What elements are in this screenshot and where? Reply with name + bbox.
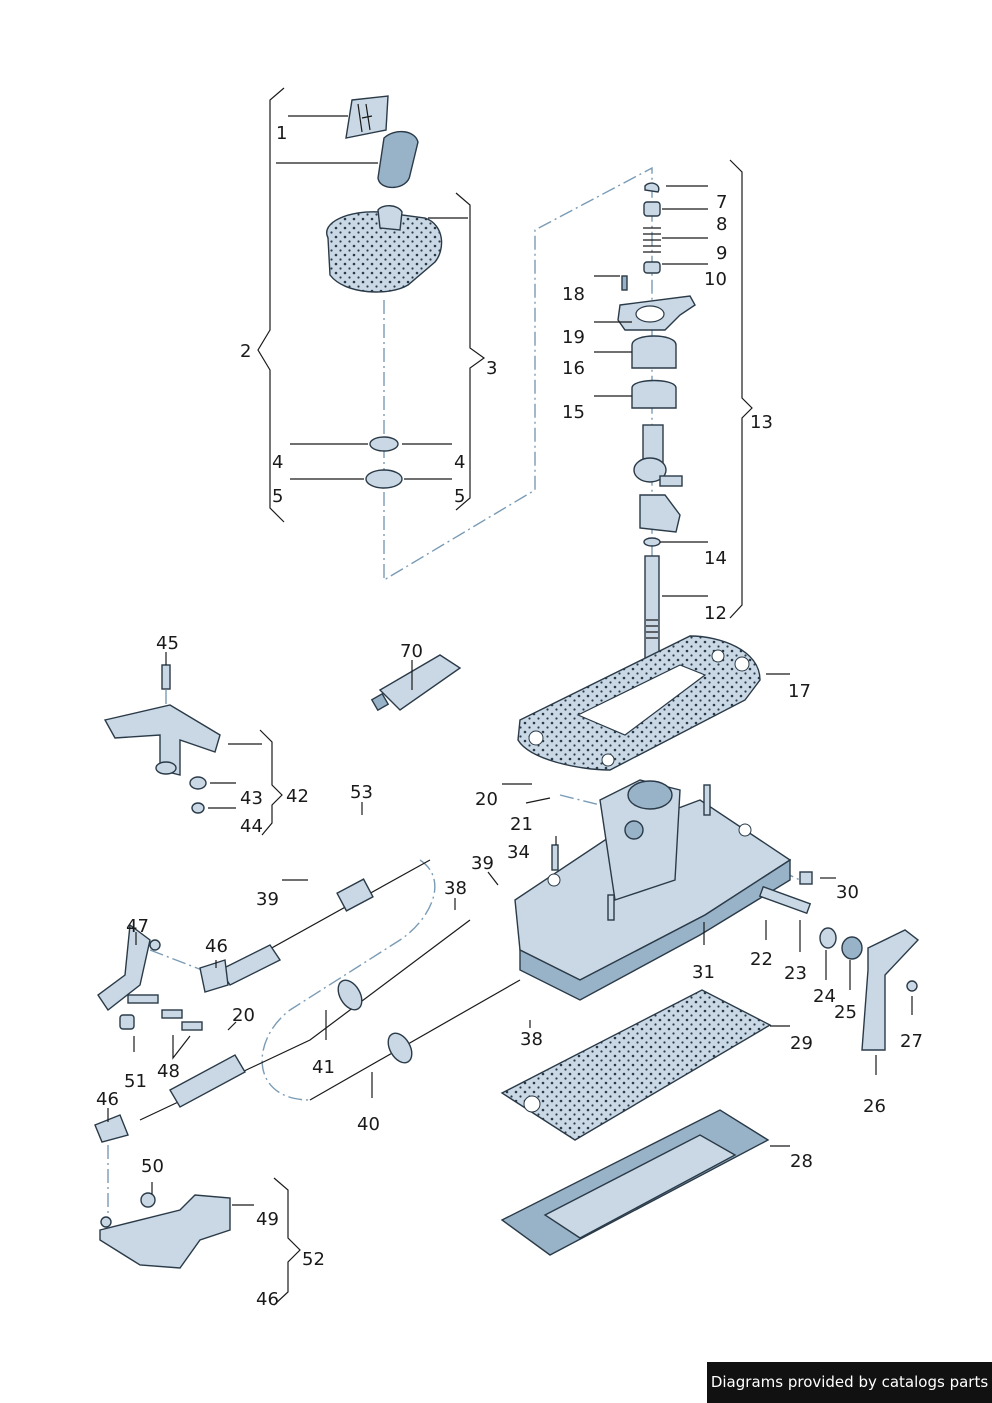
label-16: 16 <box>562 358 585 379</box>
label-20-lower: 20 <box>232 1005 255 1026</box>
right-linkage-parts <box>758 871 920 1051</box>
label-30: 30 <box>836 882 859 903</box>
label-26: 26 <box>863 1096 886 1117</box>
label-50: 50 <box>141 1156 164 1177</box>
label-41: 41 <box>312 1057 335 1078</box>
label-40: 40 <box>357 1114 380 1135</box>
label-43: 43 <box>240 788 263 809</box>
label-23: 23 <box>784 963 807 984</box>
label-9: 9 <box>716 243 727 264</box>
label-1: 1 <box>276 123 287 144</box>
insulation-pads <box>500 989 772 1256</box>
label-46-mid: 46 <box>96 1089 119 1110</box>
label-3: 3 <box>486 358 497 379</box>
shift-cables <box>94 859 521 1143</box>
label-38-top: 38 <box>444 878 467 899</box>
label-52: 52 <box>302 1249 325 1270</box>
label-14: 14 <box>704 548 727 569</box>
label-5-right: 5 <box>454 486 465 507</box>
selector-lever <box>97 923 203 1031</box>
label-46-upper: 46 <box>205 936 228 957</box>
label-27: 27 <box>900 1031 923 1052</box>
label-29: 29 <box>790 1033 813 1054</box>
label-15: 15 <box>562 402 585 423</box>
label-49: 49 <box>256 1209 279 1230</box>
label-4-right: 4 <box>454 452 465 473</box>
label-28: 28 <box>790 1151 813 1172</box>
label-18: 18 <box>562 284 585 305</box>
shift-lever-stack <box>617 182 696 737</box>
label-12: 12 <box>704 603 727 624</box>
label-13: 13 <box>750 412 773 433</box>
label-42: 42 <box>286 786 309 807</box>
part-labels: 1 2 3 4 4 5 5 7 8 9 10 18 19 16 15 13 14… <box>96 123 923 1310</box>
leader-lines <box>107 115 913 1206</box>
label-21: 21 <box>510 814 533 835</box>
label-51: 51 <box>124 1071 147 1092</box>
grease-tube <box>370 654 462 712</box>
group-braces <box>257 87 753 1306</box>
label-24: 24 <box>813 986 836 1007</box>
label-22: 22 <box>750 949 773 970</box>
label-8: 8 <box>716 214 727 235</box>
label-38-bottom: 38 <box>520 1029 543 1050</box>
label-39-mid: 39 <box>471 853 494 874</box>
label-46-bottom: 46 <box>256 1289 279 1310</box>
label-34: 34 <box>507 842 530 863</box>
label-17: 17 <box>788 681 811 702</box>
label-4-left: 4 <box>272 452 283 473</box>
label-5-left: 5 <box>272 486 283 507</box>
label-44: 44 <box>240 816 263 837</box>
label-10: 10 <box>704 269 727 290</box>
label-25: 25 <box>834 1002 857 1023</box>
label-53: 53 <box>350 782 373 803</box>
gasket <box>517 635 761 771</box>
gear-knob-group <box>326 95 443 489</box>
shifter-housing <box>514 779 792 1001</box>
label-45: 45 <box>156 633 179 654</box>
label-31: 31 <box>692 962 715 983</box>
cable-bracket <box>103 664 221 814</box>
label-39-left: 39 <box>256 889 279 910</box>
label-7: 7 <box>716 192 727 213</box>
credit-banner: Diagrams provided by catalogs parts <box>707 1362 992 1403</box>
label-48: 48 <box>157 1061 180 1082</box>
label-2: 2 <box>240 341 251 362</box>
label-19: 19 <box>562 327 585 348</box>
label-70: 70 <box>400 641 423 662</box>
label-20-top: 20 <box>475 789 498 810</box>
label-47: 47 <box>126 916 149 937</box>
relay-lever <box>99 1192 231 1269</box>
